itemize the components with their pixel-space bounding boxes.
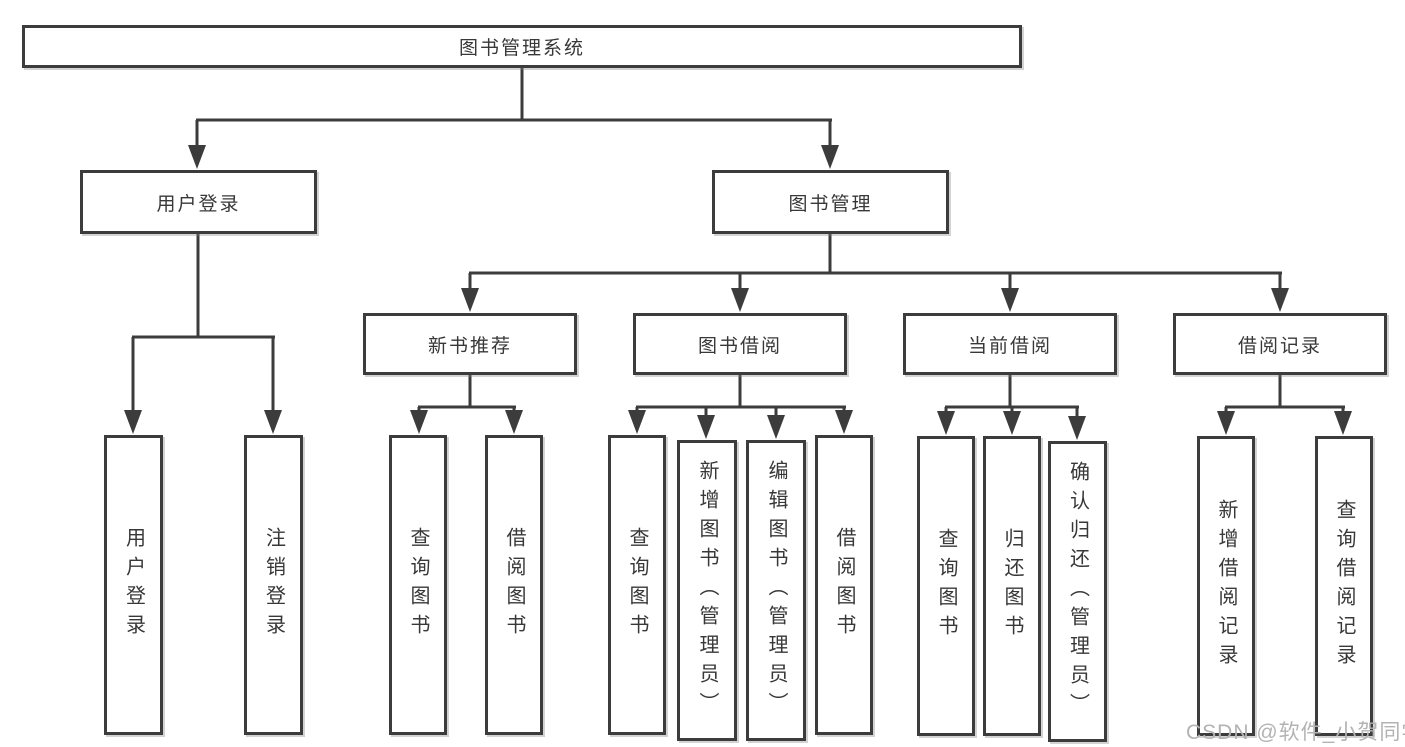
- node-label: 编辑图书（管理员）: [765, 460, 787, 721]
- csdn-watermark: CSDN @软件_小贺同学: [1186, 721, 1405, 744]
- leaf-query-books-recommend: 查询图书: [389, 435, 447, 735]
- node-label: 查询借阅记录: [1333, 499, 1355, 673]
- node-label: 归还图书: [1001, 528, 1023, 644]
- node-book-management: 图书管理: [712, 170, 949, 234]
- node-label: 注销登录: [262, 527, 285, 643]
- node-label: 查询图书: [626, 527, 648, 643]
- node-label: 新增借阅记录: [1215, 499, 1237, 673]
- leaf-edit-books-admin: 编辑图书（管理员）: [746, 440, 806, 741]
- leaf-confirm-return-admin: 确认归还（管理员）: [1048, 441, 1107, 742]
- node-label: 借阅图书: [833, 527, 855, 643]
- node-book-borrowing: 图书借阅: [633, 313, 847, 375]
- node-new-book-recommendation: 新书推荐: [363, 313, 577, 375]
- leaf-borrow-books-recommend: 借阅图书: [485, 435, 543, 735]
- node-label: 图书借阅: [697, 335, 782, 357]
- leaf-query-books-borrowing: 查询图书: [608, 435, 666, 735]
- node-label: 用户登录: [156, 193, 241, 215]
- leaf-query-books-current: 查询图书: [917, 436, 975, 736]
- node-user-login: 用户登录: [80, 170, 317, 234]
- leaf-return-books: 归还图书: [983, 436, 1041, 736]
- node-label: 图书管理: [788, 193, 873, 215]
- leaf-user-login: 用户登录: [104, 435, 163, 735]
- node-label: 查询图书: [407, 527, 429, 643]
- leaf-query-borrow-record: 查询借阅记录: [1315, 436, 1373, 736]
- node-label: 查询图书: [935, 528, 957, 644]
- node-label: 新增图书（管理员）: [696, 460, 718, 721]
- node-label: 借阅记录: [1237, 335, 1322, 357]
- node-current-borrowing: 当前借阅: [903, 313, 1117, 375]
- node-label: 新书推荐: [427, 335, 512, 357]
- node-library-management-system: 图书管理系统: [22, 25, 1022, 68]
- leaf-borrow-books: 借阅图书: [815, 435, 873, 735]
- node-label: 图书管理系统: [458, 38, 585, 59]
- node-label: 借阅图书: [503, 527, 525, 643]
- node-label: 确认归还（管理员）: [1066, 461, 1089, 722]
- node-label: 用户登录: [122, 527, 145, 643]
- leaf-add-books-admin: 新增图书（管理员）: [677, 440, 737, 741]
- node-borrowing-records: 借阅记录: [1173, 313, 1387, 375]
- leaf-logout: 注销登录: [244, 435, 303, 735]
- node-label: 当前借阅: [967, 335, 1052, 357]
- leaf-add-borrow-record: 新增借阅记录: [1197, 436, 1255, 736]
